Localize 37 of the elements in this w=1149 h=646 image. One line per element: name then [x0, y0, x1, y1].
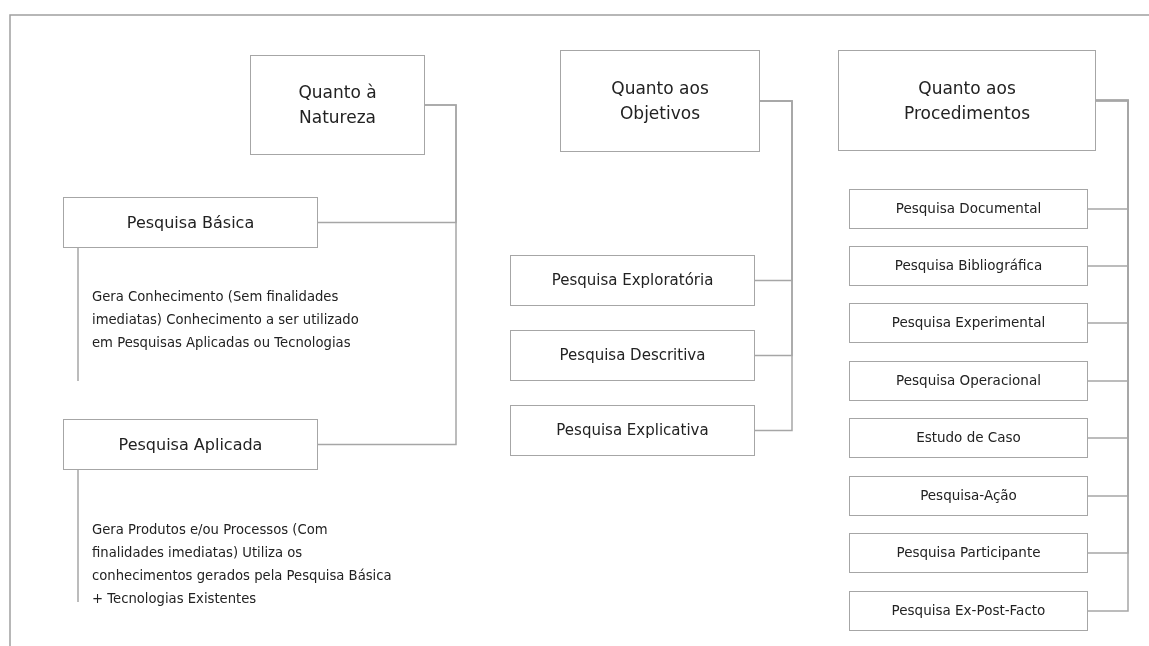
- connector-line: [77, 247, 79, 382]
- type-box: [849, 189, 1088, 229]
- type-box: [510, 255, 755, 306]
- category-box: [560, 50, 760, 152]
- category-box: [250, 55, 425, 155]
- connector-line: [77, 469, 79, 603]
- type-label: Pesquisa Experimental: [891, 313, 1046, 333]
- type-box: [849, 591, 1088, 631]
- type-label: Pesquisa Operacional: [896, 371, 1041, 391]
- type-box: [849, 303, 1088, 343]
- type-label: Estudo de Caso: [916, 428, 1021, 448]
- type-label: Pesquisa Básica: [126, 211, 255, 234]
- type-box: [849, 418, 1088, 458]
- type-box: [849, 361, 1088, 401]
- type-label: Pesquisa Participante: [896, 543, 1041, 563]
- description-text: Gera Conhecimento (Sem finalidades imediatas) Conhecimento a ser utilizado em Pesquisas Aplicadas ou Tecnologias: [78, 285, 378, 381]
- type-box: [849, 246, 1088, 286]
- type-label: Pesquisa Aplicada: [118, 433, 263, 456]
- category-label: Quanto aos Procedimentos: [903, 76, 1031, 125]
- type-label: Pesquisa Ex-Post-Facto: [891, 601, 1046, 621]
- type-label: Pesquisa Documental: [895, 199, 1042, 219]
- type-label: Pesquisa Descritiva: [559, 344, 706, 366]
- type-label: Pesquisa Explicativa: [556, 419, 709, 441]
- category-box: [838, 50, 1096, 151]
- type-box: [63, 419, 318, 470]
- type-box: [849, 476, 1088, 516]
- type-box: [63, 197, 318, 248]
- category-label: Quanto aos Objetivos: [610, 77, 710, 125]
- type-box: [849, 533, 1088, 573]
- category-label: Quanto à Natureza: [297, 81, 378, 129]
- type-label: Pesquisa Bibliográfica: [894, 256, 1043, 276]
- type-label: Pesquisa Exploratória: [551, 269, 714, 291]
- type-box: [510, 405, 755, 456]
- type-label: Pesquisa-Ação: [920, 486, 1017, 506]
- connector-line: [754, 100, 793, 432]
- connector-line: [317, 104, 457, 446]
- type-box: [510, 330, 755, 381]
